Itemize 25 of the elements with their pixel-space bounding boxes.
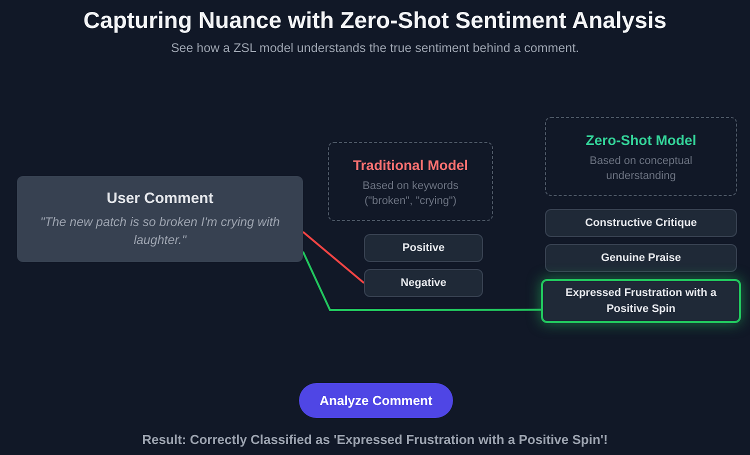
category-label: Genuine Praise bbox=[600, 251, 682, 266]
category-label: Expressed Frustration with a Positive Spin bbox=[564, 286, 718, 317]
model-description: Based on keywords ("broken", "crying") bbox=[362, 178, 460, 208]
model-panel bbox=[545, 117, 737, 196]
category-label: Positive bbox=[402, 241, 445, 256]
comment-card bbox=[17, 176, 303, 262]
model-heading: Zero-Shot Model bbox=[586, 130, 696, 150]
model-description: Based on conceptual understanding bbox=[588, 154, 694, 184]
model-heading: Traditional Model bbox=[352, 156, 468, 174]
subtitle: See how a ZSL model understands the true sentiment behind a comment. bbox=[170, 40, 580, 56]
category-tile bbox=[364, 269, 483, 297]
category-tile bbox=[545, 244, 737, 272]
page-title: Capturing Nuance with Zero-Shot Sentiment Analysis bbox=[83, 6, 667, 34]
connector-line bbox=[302, 231, 365, 284]
highlighted-category-tile bbox=[541, 279, 741, 323]
card-heading: User Comment bbox=[106, 189, 214, 209]
category-label: Negative bbox=[400, 276, 446, 291]
category-label: Constructive Critique bbox=[585, 216, 697, 231]
category-tile bbox=[364, 234, 483, 262]
result-message: Result: Correctly Classified as 'Expressed Frustration with a Positive Spin'! bbox=[141, 432, 609, 448]
category-tile bbox=[545, 209, 737, 237]
quote-text: "The new patch is so broken I'm crying with laughter." bbox=[39, 214, 281, 249]
model-panel bbox=[328, 142, 493, 221]
analyze-button: Analyze Comment bbox=[299, 383, 453, 418]
connector-line bbox=[302, 251, 541, 311]
